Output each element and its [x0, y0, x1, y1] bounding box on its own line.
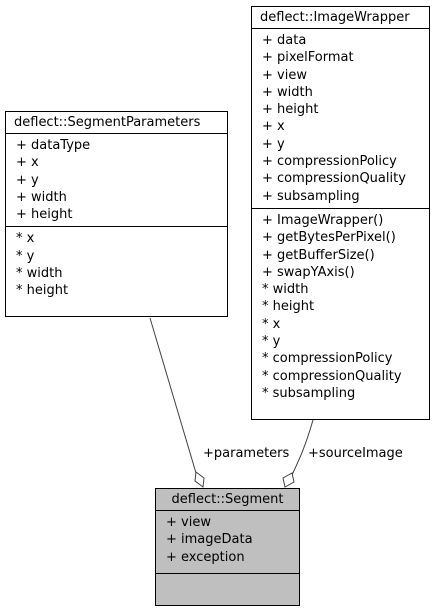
member-line: + pixelFormat: [262, 50, 354, 66]
member-line: * x: [262, 316, 281, 332]
member-line: * width: [16, 266, 63, 282]
member-line: + subsampling: [262, 188, 360, 204]
member-line: * y: [16, 248, 35, 264]
source-image-edge: [291, 419, 314, 476]
class-segment-parameters: deflect::SegmentParameters + dataType+ x…: [5, 111, 228, 317]
member-line: + data: [262, 33, 307, 48]
class-name: deflect::Segment: [156, 489, 299, 511]
member-line: * width: [262, 282, 309, 298]
member-line: * subsampling: [262, 385, 356, 401]
class-name: deflect::SegmentParameters: [6, 112, 227, 134]
member-line: + compressionQuality: [262, 171, 406, 187]
class-segment: deflect::Segment + view+ imageData+ exce…: [155, 488, 300, 606]
member-line: + ImageWrapper(): [262, 212, 384, 228]
member-line: + height: [16, 207, 73, 223]
operations-section: + ImageWrapper() + getBytesPerPixel()+ ge…: [252, 207, 429, 405]
attributes-section: + dataType + x+ y+ width + height: [6, 134, 227, 226]
member-line: + height: [262, 102, 319, 118]
member-line: + view: [262, 67, 307, 83]
attributes-section: + view + imageData+ exception: [156, 511, 299, 573]
member-line: + x: [262, 119, 285, 135]
member-line: * y: [262, 334, 281, 350]
attributes-section: + data + pixelFormat+ view+ width + height…: [252, 29, 429, 208]
member-line: + view: [166, 515, 211, 530]
member-line: + imageData: [166, 532, 253, 548]
member-line: * x: [16, 231, 35, 247]
member-line: * compressionQuality: [262, 368, 402, 384]
member-line: * compressionPolicy: [262, 351, 393, 367]
operations-section: * x* y * width* height: [6, 226, 227, 302]
member-line: + x: [16, 155, 39, 171]
member-line: * height: [16, 283, 69, 299]
member-line: + exception: [166, 549, 245, 565]
parameters-aggregation-diamond: [194, 471, 205, 488]
operations-section: [156, 573, 299, 580]
member-line: + getBytesPerPixel(): [262, 230, 396, 246]
member-line: * height: [262, 299, 315, 315]
member-line: + swapYAxis(): [262, 264, 355, 280]
member-line: + dataType: [16, 138, 91, 153]
member-line: + getBufferSize(): [262, 247, 375, 263]
member-line: + width: [16, 189, 67, 205]
source-image-aggregation-diamond: [282, 472, 295, 488]
member-line: + compressionPolicy: [262, 154, 397, 170]
class-name: deflect::ImageWrapper: [252, 7, 429, 29]
source-image-label: +sourceImage: [308, 446, 403, 461]
parameters-edge: [149, 317, 197, 474]
member-line: + y: [262, 136, 285, 152]
member-line: + width: [262, 84, 313, 100]
member-line: + y: [16, 172, 39, 188]
class-image-wrapper: deflect::ImageWrapper + data+ pixelForma…: [251, 6, 430, 420]
parameters-label: +parameters: [203, 446, 290, 461]
